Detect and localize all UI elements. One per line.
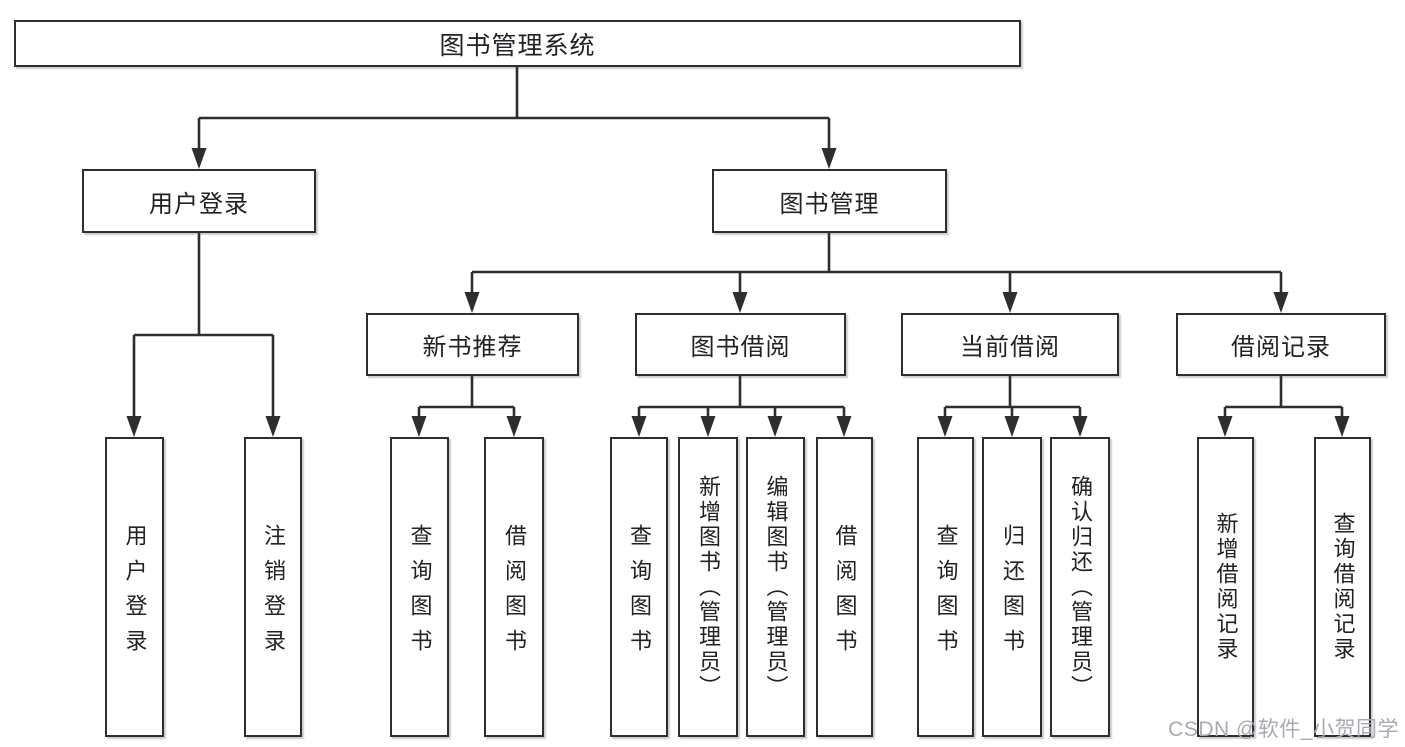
- node-new-book-recommend: 新书推荐: [366, 313, 579, 376]
- leaf-borrow-book-1: 借阅图书: [484, 437, 544, 737]
- node-book-management: 图书管理: [712, 169, 947, 233]
- leaf-query-book-2: 查询图书: [610, 437, 668, 737]
- leaf-query-book-1: 查询图书: [390, 437, 449, 737]
- watermark: CSDN @软件_小贺同学: [1168, 718, 1399, 741]
- node-user-login: 用户登录: [82, 169, 316, 233]
- leaf-query-book-3: 查询图书: [917, 437, 974, 737]
- leaf-edit-book-admin: 编辑图书（管理员）: [746, 437, 805, 737]
- node-root: 图书管理系统: [14, 20, 1021, 67]
- node-borrow-records: 借阅记录: [1176, 313, 1386, 376]
- leaf-logout: 注销登录: [244, 437, 302, 737]
- leaf-user-login: 用户登录: [105, 437, 164, 737]
- node-current-borrow: 当前借阅: [901, 313, 1119, 376]
- leaf-add-borrow-record: 新增借阅记录: [1197, 437, 1254, 737]
- leaf-confirm-return-admin: 确认归还（管理员）: [1050, 437, 1110, 737]
- node-book-borrow: 图书借阅: [635, 313, 846, 376]
- leaf-add-book-admin: 新增图书（管理员）: [678, 437, 738, 737]
- leaf-borrow-book-2: 借阅图书: [816, 437, 873, 737]
- leaf-query-borrow-record: 查询借阅记录: [1314, 437, 1371, 737]
- leaf-return-book: 归还图书: [982, 437, 1042, 737]
